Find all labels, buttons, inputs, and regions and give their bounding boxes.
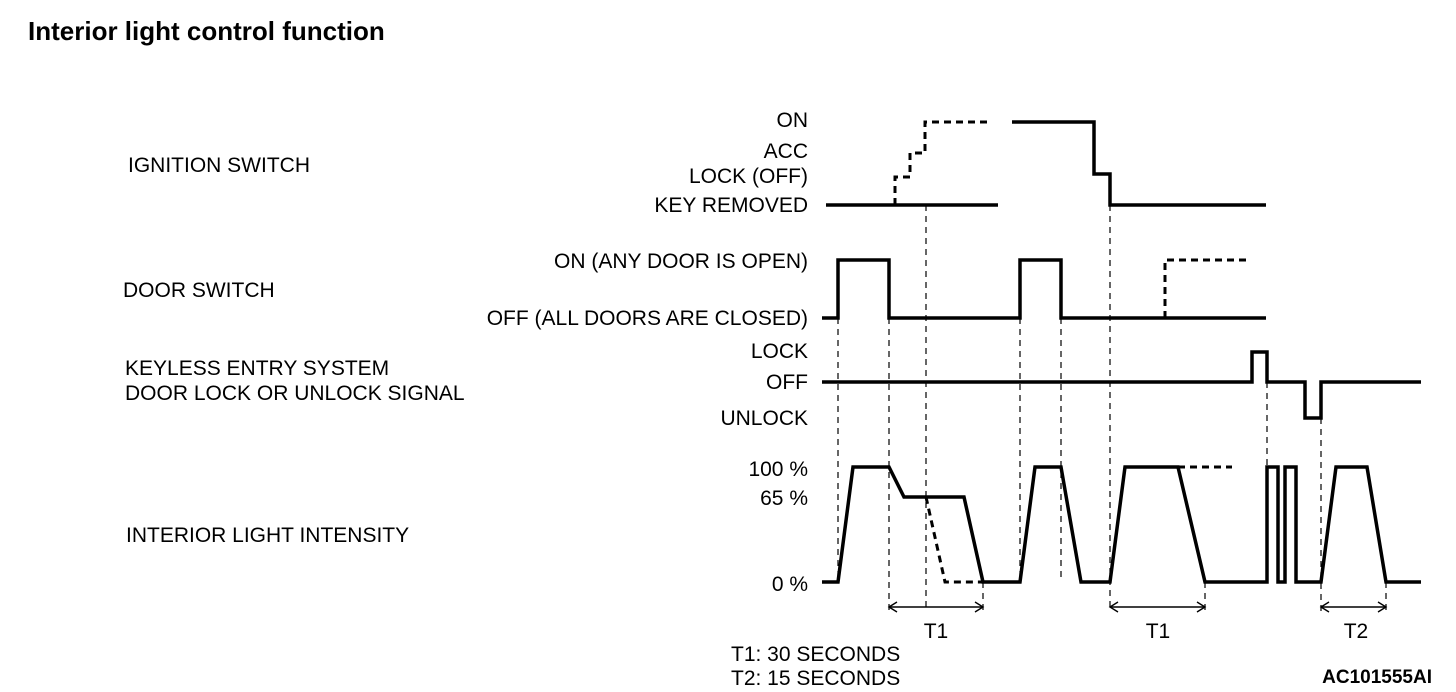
door-level-off: OFF (ALL DOORS ARE CLOSED) (487, 307, 808, 330)
note-t1: T1: 30 SECONDS (731, 643, 900, 666)
light-level-0: 0 % (772, 573, 808, 596)
figure-id: AC101555AI (1322, 667, 1432, 688)
keyless-waveform (822, 350, 1421, 420)
interval-label-t1-second: T1 (1146, 620, 1171, 643)
light-level-100: 100 % (748, 458, 808, 481)
interior-light-label: INTERIOR LIGHT INTENSITY (126, 524, 409, 547)
light-level-65: 65 % (760, 487, 808, 510)
keyless-level-unlock: UNLOCK (720, 407, 808, 430)
ignition-level-on: ON (777, 109, 809, 132)
keyless-level-off: OFF (766, 371, 808, 394)
door-switch-label: DOOR SWITCH (123, 279, 275, 302)
interval-arrows (887, 601, 1388, 613)
keyless-level-lock: LOCK (751, 340, 808, 363)
ignition-level-acc: ACC (764, 140, 808, 163)
door-level-on: ON (ANY DOOR IS OPEN) (554, 250, 808, 273)
timing-guides (837, 205, 1387, 612)
interval-label-t1-first: T1 (924, 620, 949, 643)
ignition-switch-label: IGNITION SWITCH (128, 154, 310, 177)
door-waveform (822, 258, 1266, 320)
ignition-level-lock: LOCK (OFF) (689, 165, 808, 188)
keyless-entry-label-line1: KEYLESS ENTRY SYSTEM (125, 357, 389, 380)
page-title: Interior light control function (28, 16, 385, 46)
interval-label-t2: T2 (1344, 620, 1369, 643)
ignition-level-key-removed: KEY REMOVED (654, 194, 808, 217)
light-waveform (822, 465, 1421, 584)
keyless-entry-label-line2: DOOR LOCK OR UNLOCK SIGNAL (125, 382, 465, 405)
note-t2: T2: 15 SECONDS (731, 667, 900, 690)
ignition-waveform (826, 120, 1266, 207)
